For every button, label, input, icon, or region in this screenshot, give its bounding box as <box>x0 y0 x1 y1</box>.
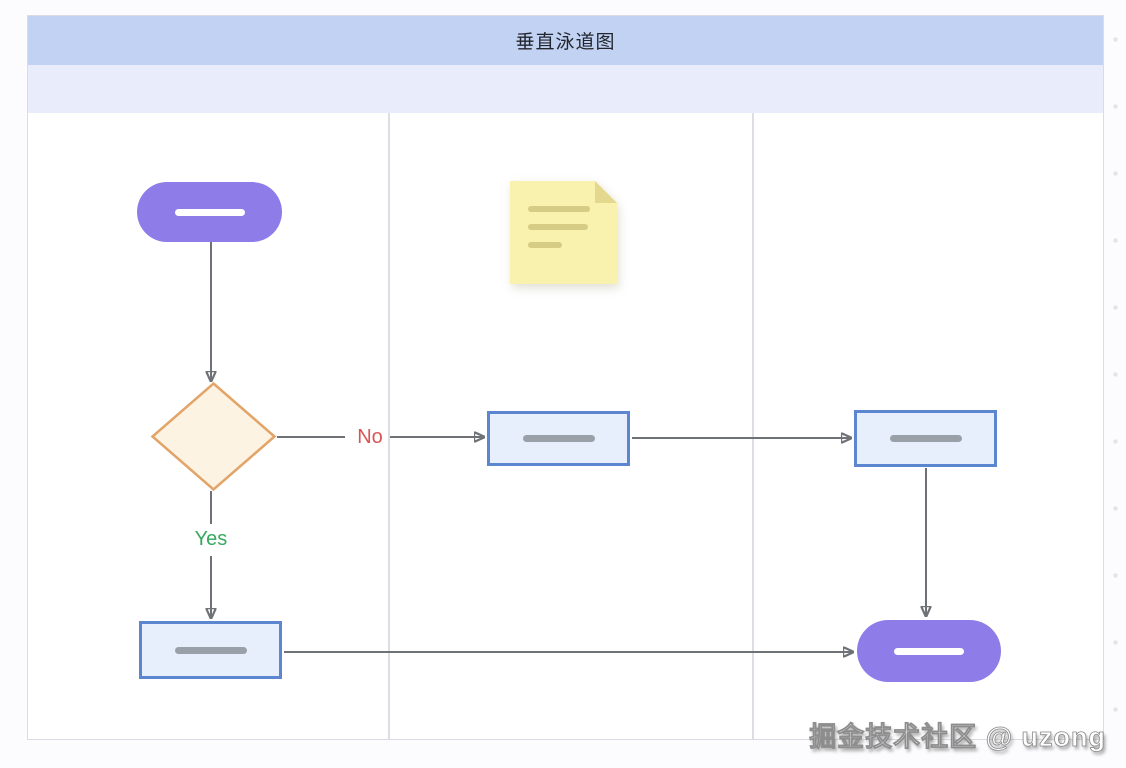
diagram-title-bar: 垂直泳道图 <box>28 16 1103 65</box>
lane-divider-1 <box>388 113 390 739</box>
process-node-3[interactable] <box>139 621 282 679</box>
process-node-2[interactable] <box>854 410 997 467</box>
start-node-text-placeholder <box>174 208 245 216</box>
sticky-note-text-line-3 <box>528 242 562 248</box>
watermark-text: 掘金技术社区 @ uzong <box>809 722 1106 753</box>
sticky-note-text-line-1 <box>528 206 590 212</box>
lane-header-band <box>28 65 1103 113</box>
edge-label-no: No <box>357 426 383 448</box>
decision-diamond-shape <box>150 381 277 492</box>
process-node-1-text-placeholder <box>522 435 595 442</box>
process-node-2-text-placeholder <box>889 435 962 442</box>
end-node[interactable] <box>857 620 1001 682</box>
start-node[interactable] <box>137 182 282 242</box>
lane-divider-2 <box>752 113 754 739</box>
sticky-note[interactable] <box>510 181 617 284</box>
process-node-1[interactable] <box>487 411 630 466</box>
edge-label-yes: Yes <box>194 528 228 550</box>
end-node-text-placeholder <box>894 647 964 655</box>
decision-node[interactable] <box>150 381 277 492</box>
process-node-3-text-placeholder <box>174 646 247 654</box>
diagram-title: 垂直泳道图 <box>515 32 616 53</box>
sticky-note-fold-corner <box>595 181 617 203</box>
sticky-note-text-line-2 <box>528 224 588 230</box>
